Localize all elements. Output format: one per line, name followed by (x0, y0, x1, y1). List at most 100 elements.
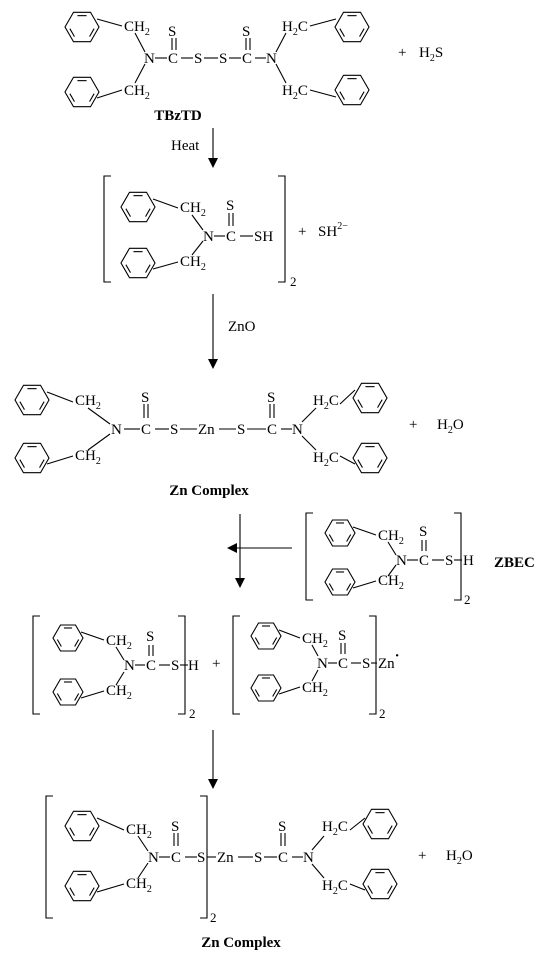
benzene-ring (64, 76, 100, 108)
sulfur-atom: S (419, 524, 427, 540)
sulfur-atom: S (197, 850, 205, 866)
nitrogen-atom: N (396, 553, 407, 569)
h2c-label: H2C (322, 819, 348, 838)
sulfur-atom: S (237, 422, 245, 438)
carbon-atom: C (267, 422, 277, 438)
left-bracket (232, 615, 240, 715)
h2c-label: H2C (282, 83, 308, 102)
plus-sign: + (398, 45, 406, 61)
ch2-label: CH2 (124, 19, 150, 38)
carbon-atom: C (242, 51, 252, 67)
benzene-ring (52, 678, 84, 706)
sulfur-atom: S (278, 819, 286, 835)
carbon-atom: C (146, 658, 156, 674)
nitrogen-atom: N (303, 850, 314, 866)
benzene-ring (352, 382, 388, 414)
h2c-label: H2C (313, 450, 339, 469)
ch2-label: CH2 (124, 83, 150, 102)
water-product: H2O (437, 417, 464, 436)
nitrogen-atom: N (144, 51, 155, 67)
zn-complex-molecule: CH2 CH2 N S C S Zn S S C N H2C H2C (14, 382, 388, 474)
ch2-label: CH2 (126, 822, 152, 841)
carbon-atom: C (168, 51, 178, 67)
plus-sign: + (212, 656, 220, 672)
sulfur-atom: S (170, 422, 178, 438)
ch2-label: CH2 (75, 448, 101, 467)
ch2-label: CH2 (378, 528, 404, 547)
zinc-atom: Zn (217, 850, 234, 866)
sulfur-atom: S (171, 819, 179, 835)
ch2-label: CH2 (302, 631, 328, 650)
carbon-atom: C (226, 229, 236, 245)
sulfur-atom: S (171, 658, 179, 674)
sulfide-ion: SH2− (318, 221, 348, 240)
carbon-atom: C (278, 850, 288, 866)
ch2-label: CH2 (75, 393, 101, 412)
left-bracket (45, 795, 53, 919)
sulfur-atom: S (254, 850, 262, 866)
stoichiometry-subscript: 2 (290, 274, 297, 289)
ch2-label: CH2 (126, 876, 152, 895)
nitrogen-atom: N (292, 422, 303, 438)
ch2-label: CH2 (106, 683, 132, 702)
h2s-product: H2S (419, 45, 443, 64)
ch2-label: CH2 (180, 200, 206, 219)
benzene-ring (64, 810, 100, 842)
benzene-ring (324, 568, 356, 596)
zinc-dithiocarbamate-radical: CH2 CH2 N S C S Zn· 2 (232, 615, 400, 721)
heat-condition: Heat (171, 138, 200, 154)
benzene-ring (120, 247, 156, 279)
stoichiometry-subscript: 2 (189, 706, 196, 721)
left-bracket (103, 175, 111, 283)
carbon-atom: C (141, 422, 151, 438)
zinc-atom: Zn· (378, 648, 400, 672)
right-bracket (369, 615, 377, 715)
benzene-ring (52, 624, 84, 652)
nitrogen-atom: N (203, 229, 214, 245)
ch2-label: CH2 (378, 573, 404, 592)
plus-sign: + (298, 224, 306, 240)
right-bracket (454, 512, 462, 601)
sulfur-atom: S (226, 198, 234, 214)
final-zn-complex-label: Zn Complex (201, 935, 281, 951)
nitrogen-atom: N (111, 422, 122, 438)
tbztd-molecule: CH2 CH2 N S C S S S C N H2C H2C (64, 11, 370, 108)
water-product: H2O (446, 848, 473, 867)
sulfur-atom: S (362, 656, 370, 672)
left-bracket (305, 512, 313, 601)
sulfur-atom: S (338, 628, 346, 644)
ch2-label: CH2 (302, 680, 328, 699)
benzene-ring (362, 808, 398, 840)
benzene-ring (324, 519, 356, 547)
hydrogen-atom: H (463, 553, 474, 569)
zno-condition: ZnO (228, 319, 256, 335)
h2c-label: H2C (322, 878, 348, 897)
right-bracket (278, 175, 286, 283)
tbztd-label: TBzTD (154, 108, 202, 124)
ch2-label: CH2 (106, 633, 132, 652)
stoichiometry-subscript: 2 (210, 910, 217, 925)
benzene-ring (64, 870, 100, 902)
benzene-ring (250, 674, 282, 702)
nitrogen-atom: N (148, 850, 159, 866)
stoichiometry-subscript: 2 (379, 706, 386, 721)
benzene-ring (250, 622, 282, 650)
zbec-label: ZBEC (494, 555, 535, 571)
h2c-label: H2C (282, 19, 308, 38)
h2c-label: H2C (313, 393, 339, 412)
zbec-molecule: CH2 CH2 N S C S H 2 (305, 512, 474, 607)
benzene-ring (14, 442, 50, 474)
stoichiometry-subscript: 2 (464, 592, 471, 607)
plus-sign: + (409, 417, 417, 433)
hydrogen-atom: H (188, 658, 199, 674)
sulfur-atom: S (267, 390, 275, 406)
dithiocarbamic-acid-product: CH2 CH2 N S C S H 2 (32, 615, 199, 721)
sulfur-atom: S (194, 51, 202, 67)
benzene-ring (334, 11, 370, 43)
benzene-ring (352, 442, 388, 474)
left-bracket (32, 615, 40, 715)
final-zn-complex-molecule: CH2 CH2 N S C S Zn S S C N H2C H2C 2 (45, 795, 398, 925)
benzene-ring (334, 74, 370, 106)
carbon-atom: C (171, 850, 181, 866)
